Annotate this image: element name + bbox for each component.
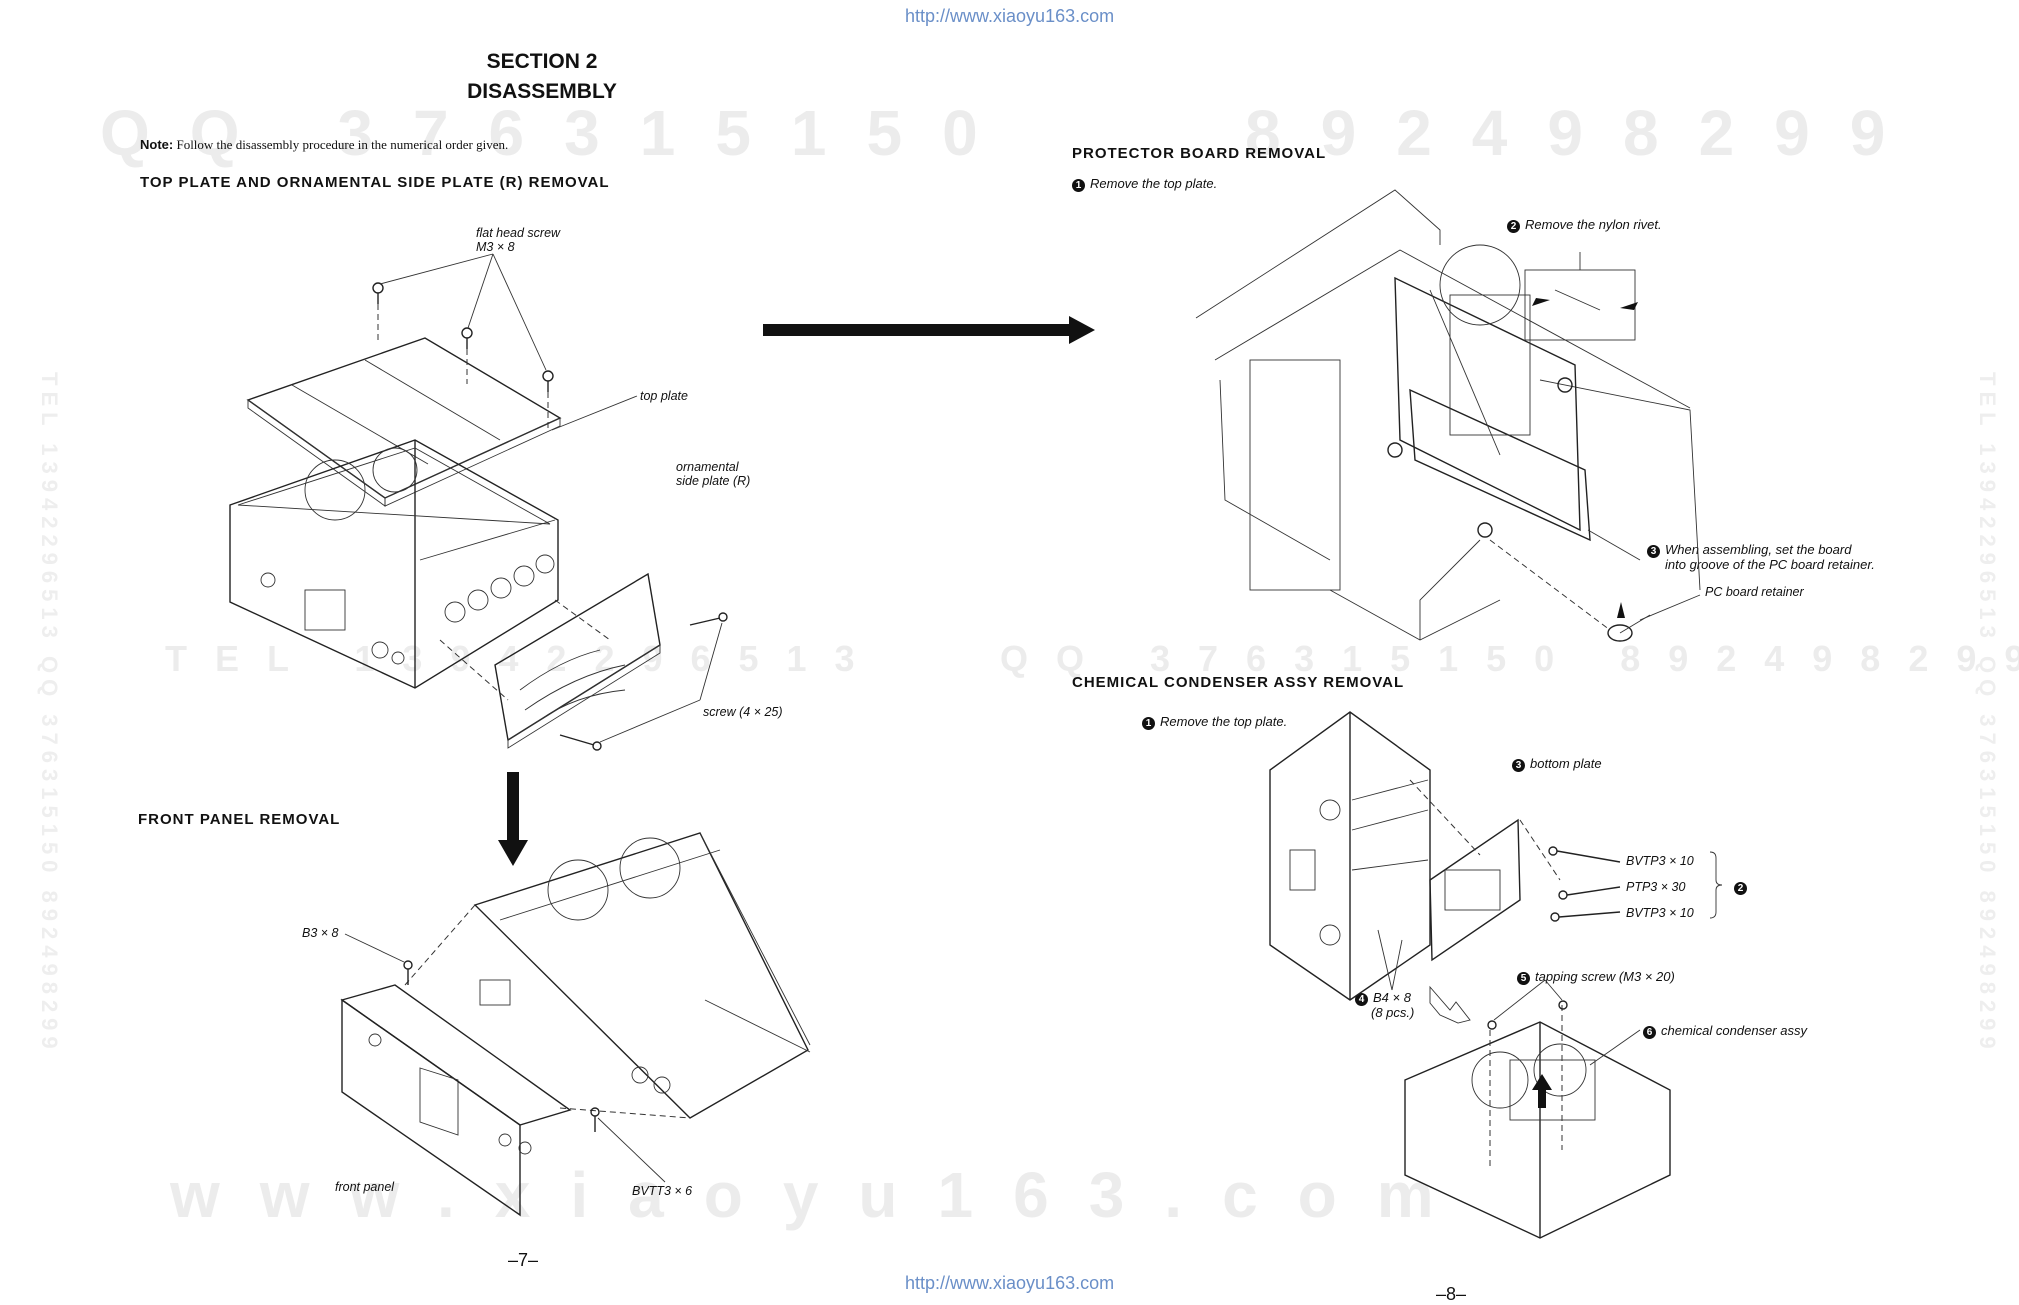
chemical-step-3: 3 bottom plate [1512, 756, 1602, 772]
watermark-bottom: www.xiaoyu163.com [170, 1159, 1474, 1231]
protector-step-1: 1 Remove the top plate. [1072, 176, 1217, 192]
heading-top-plate: TOP PLATE AND ORNAMENTAL SIDE PLATE (R) … [140, 174, 610, 191]
chemical-step-4: 4 B4 × 8(8 pcs.) [1355, 991, 1414, 1019]
label-front-panel: front panel [335, 1180, 395, 1194]
note: Note: Follow the disassembly procedure i… [140, 137, 508, 153]
label-bvtt3x6: BVTT3 × 6 [632, 1184, 693, 1198]
label-screw-4x25: screw (4 × 25) [703, 705, 783, 719]
label-bvtp3x10-b: BVTP3 × 10 [1626, 906, 1694, 920]
heading-protector-board: PROTECTOR BOARD REMOVAL [1072, 145, 1327, 162]
step-number-badge: 3 [1647, 545, 1660, 558]
chemical-step-3-text: bottom plate [1530, 756, 1602, 771]
protector-step-3-text-a: When assembling, set the board [1665, 542, 1852, 557]
note-text: Follow the disassembly procedure in the … [176, 137, 509, 152]
section-title: DISASSEMBLY [467, 80, 617, 103]
step-number-badge: 1 [1142, 717, 1155, 730]
label-ornamental: ornamental [676, 460, 739, 474]
heading-chemical-condenser: CHEMICAL CONDENSER ASSY REMOVAL [1072, 674, 1405, 691]
label-ptp3x30: PTP3 × 30 [1626, 880, 1686, 894]
chemical-condenser-diagram [1269, 711, 1723, 1239]
label-top-plate: top plate [640, 389, 688, 403]
chemical-step-5-text: tapping screw (M3 × 20) [1535, 969, 1675, 984]
chemical-step-5: 5 tapping screw (M3 × 20) [1517, 969, 1675, 985]
label-flat-head-screw: flat head screw [476, 226, 561, 240]
step-number-badge: 4 [1355, 993, 1368, 1006]
url-bottom[interactable]: http://www.xiaoyu163.com [905, 1273, 1115, 1293]
step-number-badge: 1 [1072, 179, 1085, 192]
label-pc-board-retainer: PC board retainer [1705, 585, 1804, 599]
step-number-badge: 5 [1517, 972, 1530, 985]
watermark-qq-mid-right: QQ 376315150 892498299 [1000, 638, 2019, 679]
top-plate-diagram [229, 253, 728, 751]
url-top[interactable]: http://www.xiaoyu163.com [905, 6, 1115, 26]
label-ornamental-side-plate: side plate (R) [676, 474, 751, 488]
protector-step-1-text: Remove the top plate. [1090, 176, 1218, 191]
chemical-step-6-text: chemical condenser assy [1661, 1023, 1807, 1038]
protector-step-3-text-b: into groove of the PC board retainer. [1665, 557, 1875, 572]
protector-board-diagram [1195, 189, 1701, 642]
label-flat-head-screw-size: M3 × 8 [476, 240, 515, 254]
front-panel-diagram [340, 832, 811, 1217]
step-number-badge: 2 [1734, 882, 1747, 895]
watermark-qq-left: QQ 376315150 [100, 97, 1018, 169]
section-number: SECTION 2 [486, 50, 598, 73]
step-number-badge: 6 [1643, 1026, 1656, 1039]
protector-step-2-text: Remove the nylon rivet. [1525, 217, 1662, 232]
chemical-step-2: 2 [1734, 879, 1752, 895]
page-number-left: –7– [508, 1250, 539, 1270]
label-b3x8: B3 × 8 [302, 926, 339, 940]
protector-step-2: 2 Remove the nylon rivet. [1507, 217, 1662, 233]
arrow-right-icon [763, 316, 1095, 344]
step-number-badge: 2 [1507, 220, 1520, 233]
label-bvtp3x10-a: BVTP3 × 10 [1626, 854, 1694, 868]
arrow-down-icon [498, 772, 528, 866]
chemical-step-4-text-a: B4 × 8 [1373, 990, 1411, 1005]
note-label: Note: [140, 137, 174, 152]
watermark-qq-right: 892498299 [1245, 97, 1926, 169]
heading-front-panel: FRONT PANEL REMOVAL [138, 811, 341, 828]
watermark-tel-left: TEL 13942296513 [165, 638, 883, 679]
chemical-step-4-text-b: (8 pcs.) [1371, 1005, 1415, 1020]
chemical-step-6: 6 chemical condenser assy [1643, 1023, 1807, 1039]
chemical-step-1: 1 Remove the top plate. [1142, 714, 1287, 730]
step-number-badge: 3 [1512, 759, 1525, 772]
chemical-step-1-text: Remove the top plate. [1160, 714, 1288, 729]
